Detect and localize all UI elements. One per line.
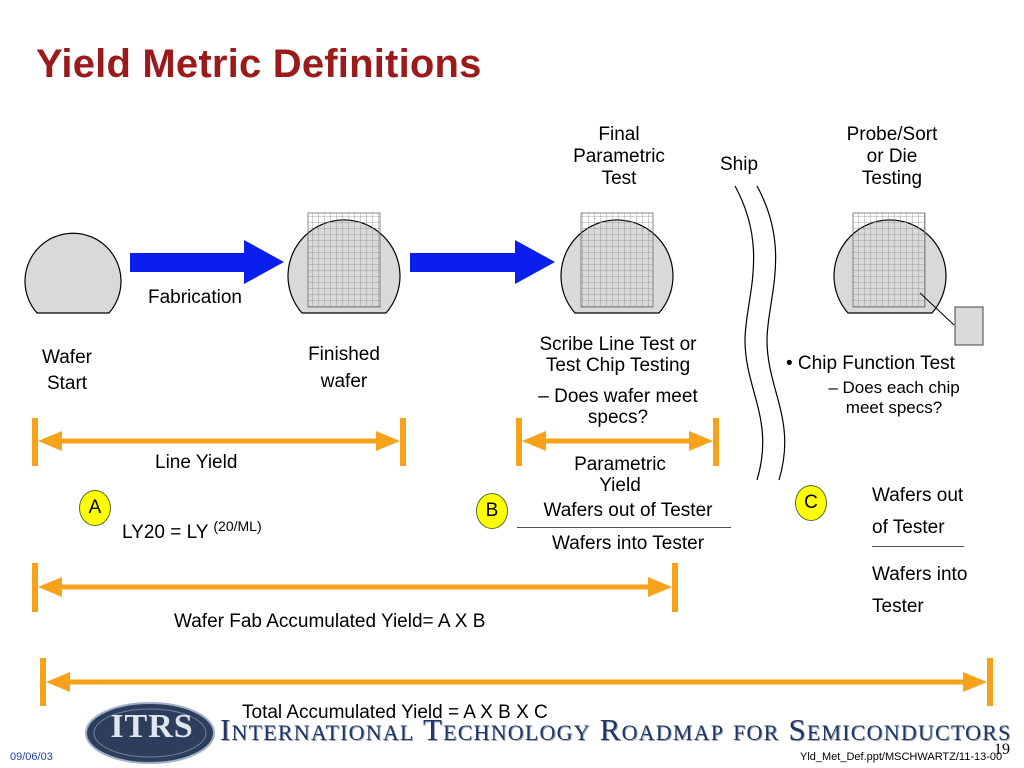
wafer-start-label: Wafer Start [42,347,92,394]
probe-sort-label: Probe/Sort or Die Testing [846,124,938,189]
finished-wafer-icon [287,212,401,314]
parametric-yield-label: Parametric Yield [574,454,666,496]
ship-break-lines [734,185,786,481]
test-arrow [410,240,555,284]
does-wafer-meet-label: – Does wafer meet specs? [538,386,698,428]
wafer-fab-accumulated-label: Wafer Fab Accumulated Yield= A X B [174,611,486,632]
roadmap-banner: International Technology Roadmap for Sem… [220,712,1012,747]
probe-sort-wafer-icon [833,212,955,326]
total-accumulated-label: Total Accumulated Yield = A X B X C [242,702,548,723]
badge-c: C [795,485,827,521]
itrs-logo-text: ITRS [110,708,194,745]
footer-date: 09/06/03 [10,751,53,763]
ly-formula-exponent: (20/ML) [213,518,262,534]
page-number: 19 [994,741,1010,758]
badge-a: A [79,490,111,526]
ly-formula-base: LY20 = LY [122,522,214,543]
ship-label: Ship [720,154,759,175]
c-denominator: Wafers into Tester [872,564,968,617]
total-yield-bracket [40,658,993,706]
chip-function-label: • Chip Function Test [786,353,955,374]
itrs-logo [85,702,215,764]
c-numerator: Wafers out of Tester [872,485,964,538]
line-yield-bracket [32,418,406,466]
badge-b: B [476,493,508,529]
b-fraction-line [517,527,731,528]
c-fraction-line [872,546,964,547]
line-yield-label: Line Yield [155,452,238,473]
does-each-chip-label: – Does each chip meet specs? [828,378,960,417]
die-icon [954,306,984,346]
final-parametric-test-label: Final Parametric Test [573,124,665,189]
b-denominator: Wafers into Tester [551,533,705,554]
b-numerator: Wafers out of Tester [543,500,713,521]
fabrication-arrow [130,240,284,284]
page-title: Yield Metric Definitions [36,42,482,86]
footer-file: Yld_Met_Def.ppt/MSCHWARTZ/11-13-00 [800,751,1003,763]
scribe-line-label: Scribe Line Test or Test Chip Testing [539,334,697,376]
fabrication-label: Fabrication [148,287,242,308]
wafer-fab-yield-bracket [32,563,678,612]
parametric-test-wafer-icon [560,212,674,314]
ly-formula: LY20 = LY (20/ML) [122,515,262,544]
parametric-yield-bracket [516,418,719,466]
wafer-start-icon [24,232,122,314]
finished-wafer-label: Finished wafer [308,344,380,392]
